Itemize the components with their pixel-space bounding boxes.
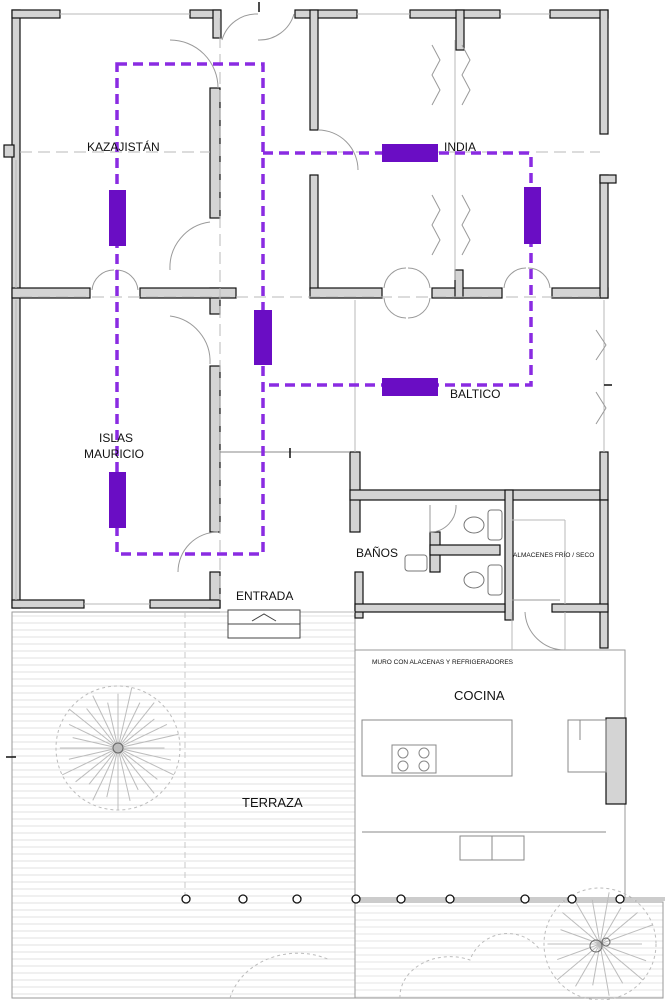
bathroom-fixtures (404, 509, 503, 596)
column (181, 894, 191, 904)
room-label-baltico: BALTICO (450, 387, 500, 401)
tree-branch (117, 747, 158, 780)
shrub-outline (229, 952, 331, 999)
tree-branch (557, 943, 601, 961)
column (445, 894, 455, 904)
tree-branch (599, 892, 610, 945)
terrace-decking (12, 615, 355, 995)
tree-branch (599, 943, 644, 981)
tree-branch (106, 747, 119, 798)
tree-branch (562, 912, 601, 945)
tree-branch (107, 702, 119, 749)
tree-branch (117, 747, 131, 802)
tree-branch (599, 943, 610, 996)
tree-branch (556, 943, 601, 981)
tree-branch (88, 747, 119, 785)
terrace-outline (11, 611, 665, 999)
room-label-almacenes: ALMACENES FRÍO / SECO (513, 550, 594, 559)
room-label-muro: MURO CON ALACENAS Y REFRIGERADORES (372, 659, 514, 666)
room-label-entrada: ENTRADA (236, 589, 293, 603)
door-swings (91, 13, 607, 651)
purple-markers (109, 144, 541, 528)
tree-branch (560, 929, 601, 945)
tree-branch (599, 943, 647, 962)
tree-branch (571, 895, 601, 945)
column (615, 894, 625, 904)
tree-branch (72, 737, 119, 749)
kitchen-fixtures (361, 719, 607, 861)
tree-branch (117, 687, 133, 749)
column (292, 894, 302, 904)
tree-branch (75, 747, 119, 783)
tree-branch (92, 747, 119, 801)
tree-branch (599, 907, 622, 945)
room-label-india: INDIA (444, 140, 476, 154)
room-label-terraza: TERRAZA (242, 795, 303, 810)
tree-branch (599, 912, 638, 945)
entrance-step (227, 609, 301, 639)
tree-trunk (601, 937, 611, 947)
tree-branch (86, 708, 119, 749)
tree-branch (69, 708, 119, 749)
tree-branch (92, 695, 119, 749)
tree-branch (591, 899, 601, 945)
column (396, 894, 406, 904)
tree-branch (117, 747, 155, 794)
tree-branch (117, 718, 155, 749)
tree-symbols (55, 685, 657, 1000)
tree-branch (117, 702, 155, 749)
tree-branch (599, 943, 624, 984)
terrace-columns (181, 894, 625, 904)
tree-branch (117, 724, 168, 749)
tree-branch (61, 747, 119, 776)
tree-branch (117, 733, 179, 749)
walls (3, 9, 627, 805)
column (238, 894, 248, 904)
tick-marks (6, 2, 612, 758)
tree-branch (117, 747, 172, 761)
column (520, 894, 530, 904)
tree-branch (68, 747, 119, 760)
column (351, 894, 361, 904)
tree-branch (599, 924, 653, 945)
tree-branch (117, 747, 139, 791)
shrub-outline (399, 933, 541, 999)
tree-branch (68, 724, 119, 749)
room-label-cocina: COCINA (454, 688, 505, 703)
room-label-mauricio: MAURICIO (84, 447, 144, 461)
tree-trunk (112, 742, 124, 754)
room-label-islas: ISLAS (99, 431, 133, 445)
room-label-banos: BAÑOS (356, 546, 398, 560)
tree-canopy (543, 887, 657, 1000)
tree-branch (575, 943, 601, 987)
column (567, 894, 577, 904)
tree-trunk (589, 939, 603, 953)
route-outlines (115, 62, 533, 556)
tree-branch (117, 702, 141, 749)
lower-deck (355, 905, 663, 998)
room-label-kazajistan: KAZAJISTÁN (87, 139, 160, 154)
tree-branch (117, 747, 175, 776)
